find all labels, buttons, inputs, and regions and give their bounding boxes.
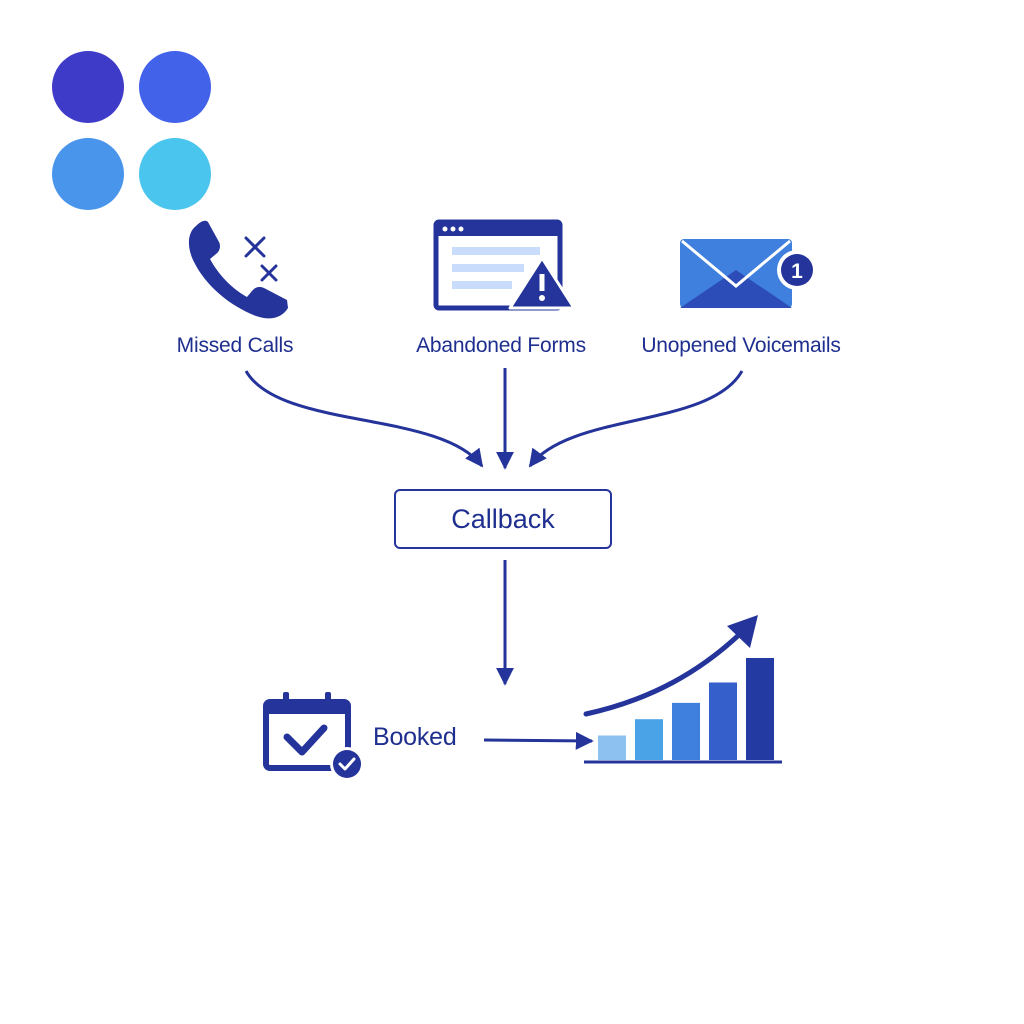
growth-bar-5 <box>746 658 774 760</box>
growth-bar-3 <box>672 702 700 760</box>
growth-bar-4 <box>709 682 737 760</box>
arrow-booked-to-growth <box>483 731 594 750</box>
source-label-abandoned-forms: Abandoned Forms <box>416 334 586 357</box>
growth-bar-2 <box>635 719 663 760</box>
arrow-voicemails-to-callback <box>528 370 744 468</box>
callback-node: Callback <box>394 489 612 549</box>
logo <box>52 51 211 210</box>
logo-dot-bottom-left <box>52 138 124 210</box>
growth-trend-arrow <box>583 629 745 717</box>
voicemail-envelope-icon: 1 <box>680 239 817 308</box>
logo-dot-top-right <box>139 51 211 123</box>
source-label-missed-calls: Missed Calls <box>176 334 294 357</box>
growth-chart-icon <box>583 615 782 764</box>
source-label-unopened-voicemails: Unopened Voicemails <box>641 334 841 357</box>
flow-arrows <box>244 368 744 750</box>
voicemail-badge <box>781 254 813 286</box>
growth-bar-1 <box>598 735 626 760</box>
callback-label: Callback <box>451 503 555 534</box>
missed-call-icon <box>188 220 288 319</box>
voicemail-badge-count: 1 <box>791 260 803 283</box>
abandoned-form-icon <box>433 219 576 311</box>
arrow-missed-to-callback <box>244 370 484 468</box>
logo-dot-top-left <box>52 51 124 123</box>
booked-label: Booked <box>373 723 457 751</box>
calendar-check-icon <box>263 692 364 781</box>
logo-dot-bottom-right <box>139 138 211 210</box>
